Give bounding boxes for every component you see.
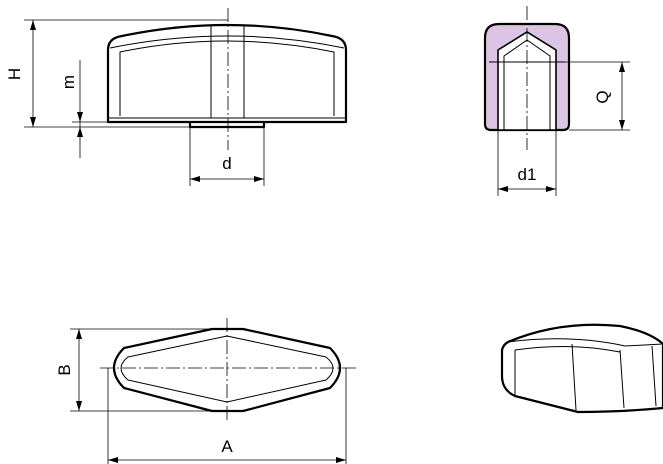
label-d1: d1: [518, 165, 537, 184]
front-view-inner: [119, 40, 335, 116]
label-m: m: [59, 75, 78, 89]
label-H: H: [5, 68, 24, 80]
front-view-band: [109, 35, 345, 49]
dimension-Q: Q: [556, 61, 630, 131]
dimension-d1: d1: [497, 130, 557, 196]
isometric-view-body: [500, 323, 663, 414]
label-B: B: [55, 364, 74, 375]
top-view-body: [112, 327, 342, 413]
top-view-inner: [120, 335, 334, 403]
dimension-d: d: [189, 127, 265, 186]
dimension-m: m: [59, 60, 108, 158]
front-view-body: [106, 23, 348, 124]
label-A: A: [221, 437, 233, 456]
label-d: d: [222, 154, 231, 173]
front-view-hub: [188, 122, 266, 129]
top-view: [100, 318, 356, 420]
dimension-H: H: [5, 19, 228, 128]
dimension-B: B: [55, 328, 212, 412]
dimension-A: A: [107, 368, 347, 464]
section-view: [483, 6, 571, 150]
isometric-view: [500, 323, 663, 414]
front-view: [106, 8, 348, 150]
label-Q: Q: [593, 90, 612, 103]
